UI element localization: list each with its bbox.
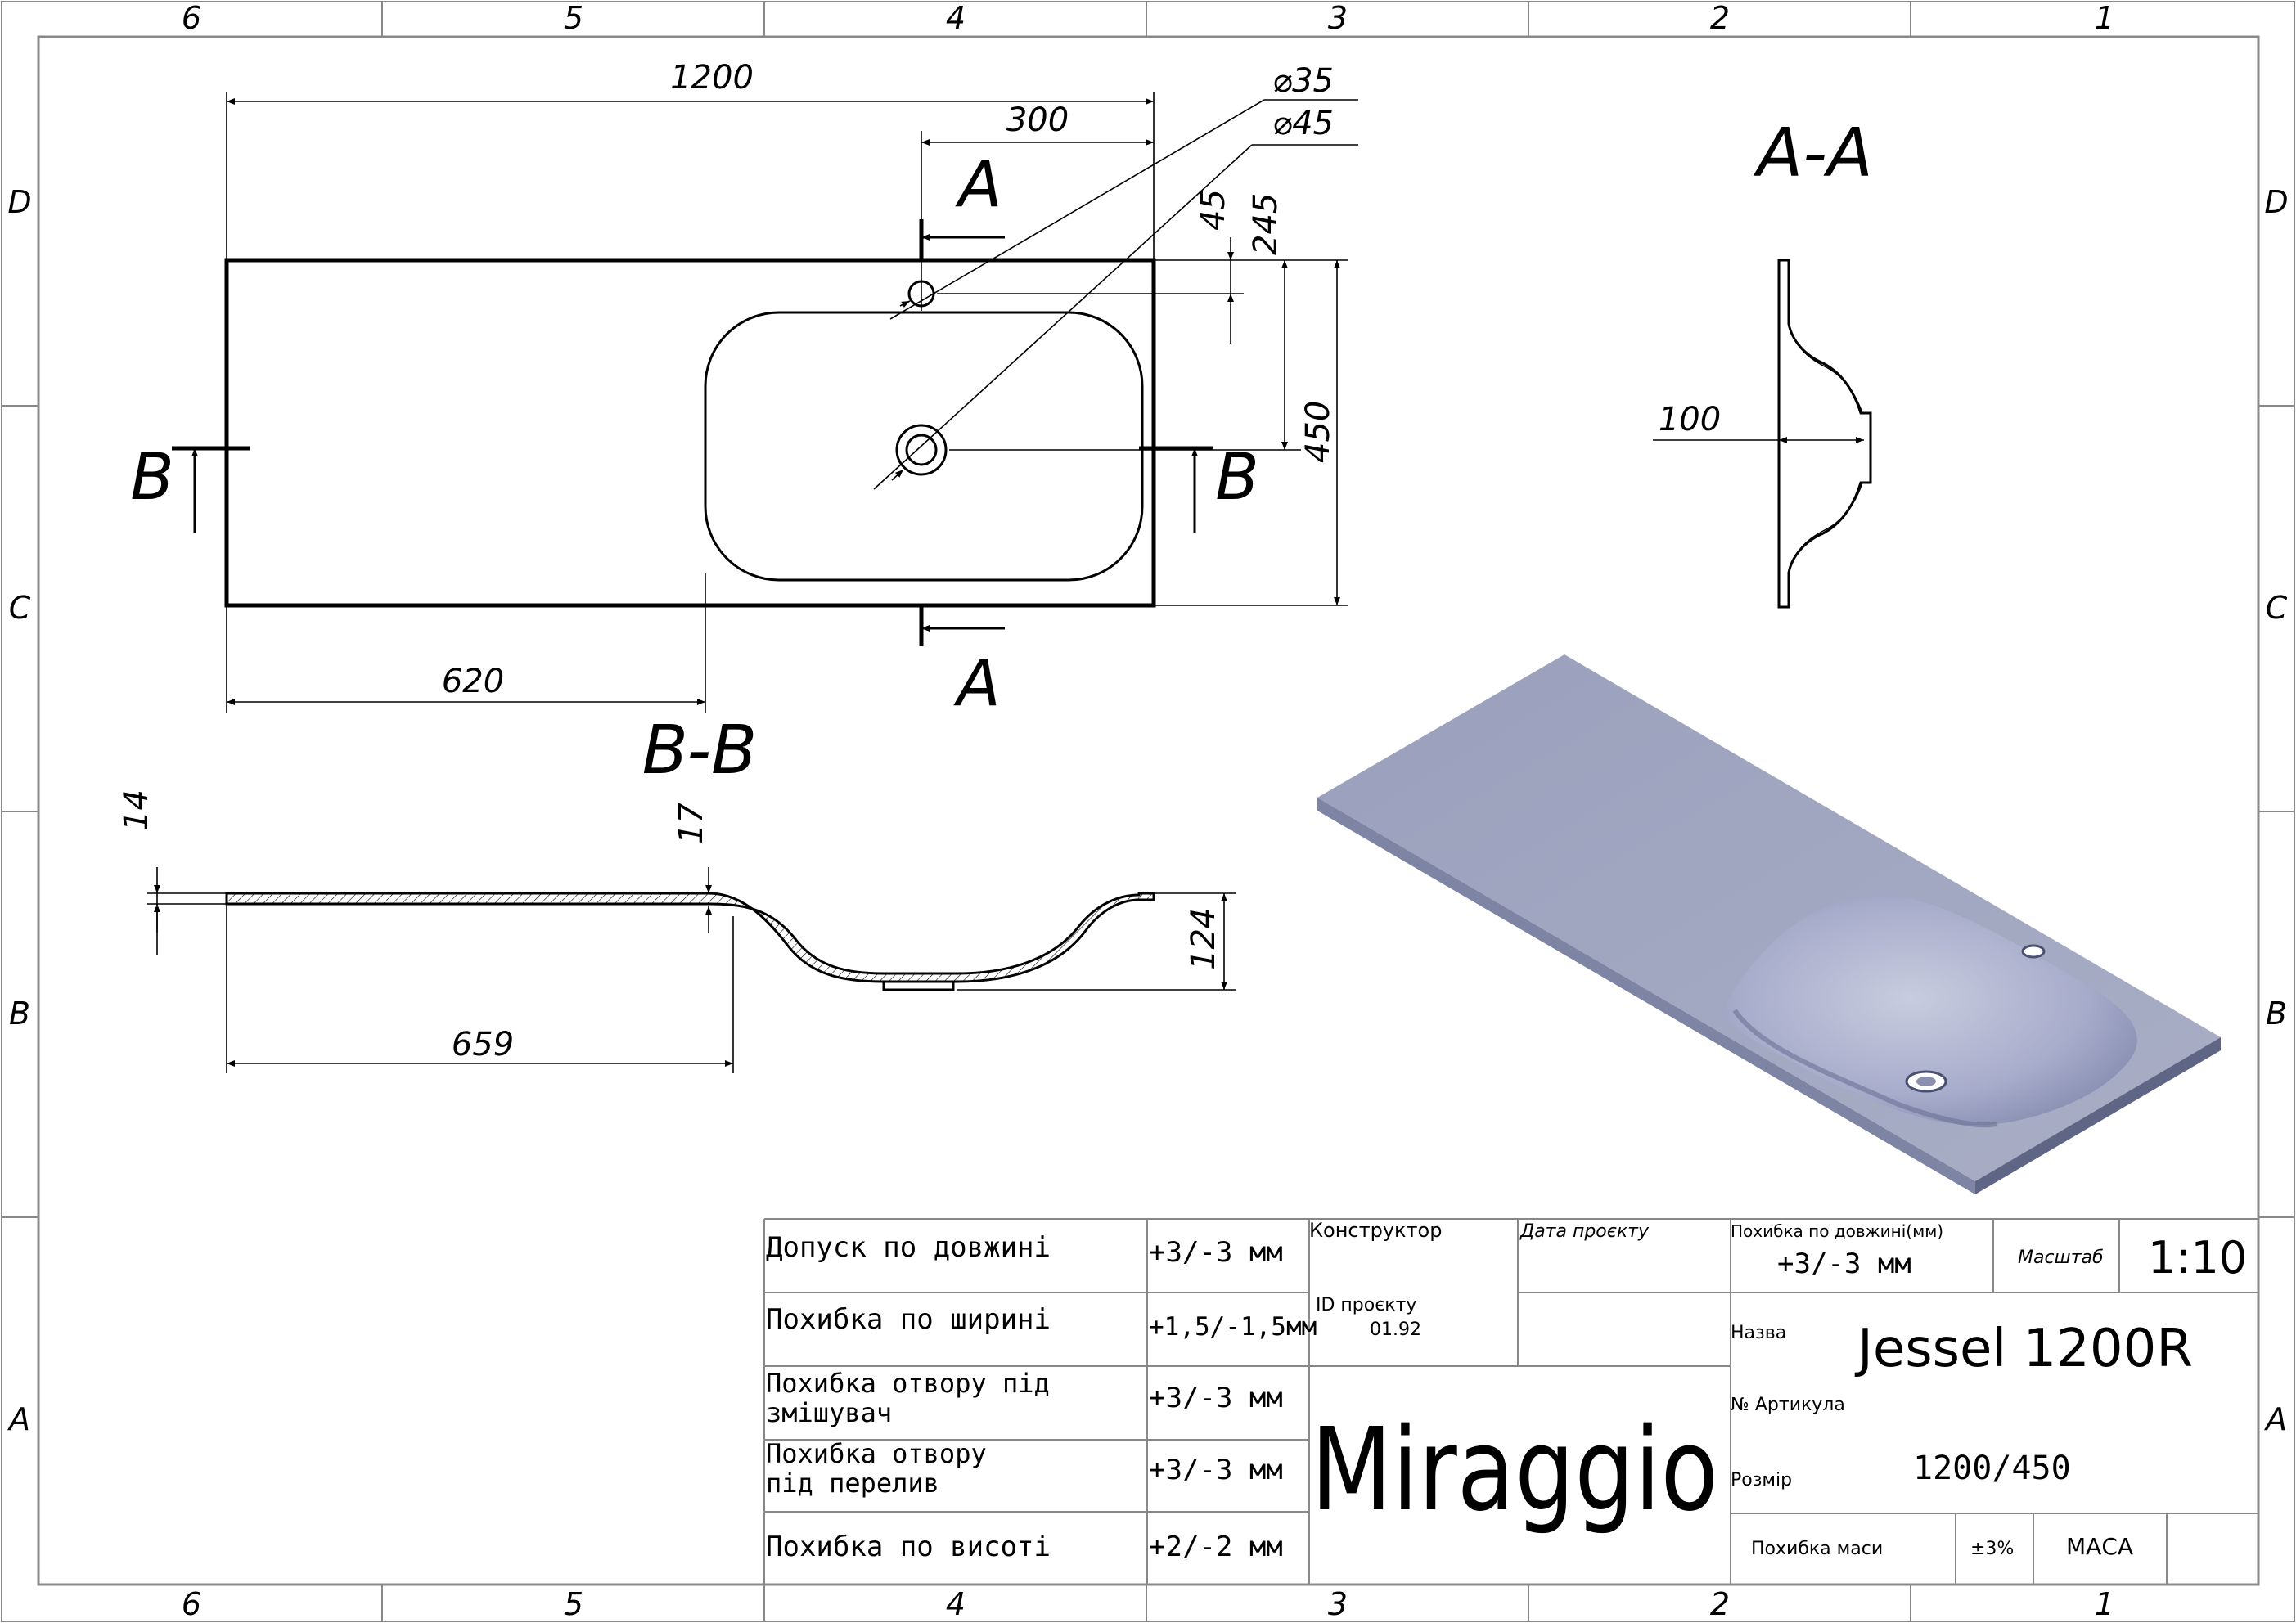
row-label-left: B [9, 996, 30, 1032]
tolerance-label-line: Похибка отвору під [766, 1368, 1050, 1399]
scale-value: 1:10 [2148, 1232, 2247, 1284]
section-label-b-right: B [1215, 441, 1259, 515]
column-labels: 6 5 4 3 2 1 6 5 4 3 2 1 [182, 0, 2114, 1622]
tolerance-label: Похибка отвору під змішувач [766, 1368, 1065, 1428]
project-id-value: 01.92 [1370, 1320, 1421, 1340]
column-label-bottom: 6 [182, 1586, 201, 1622]
section-label-a-top: A [954, 148, 1002, 222]
dim-length: 1200 [670, 59, 754, 97]
tolerance-label: Похибка по ширині [766, 1303, 1051, 1336]
section-label-a-bottom: A [952, 647, 1000, 721]
section-bb-profile [225, 892, 1155, 983]
row-labels: D C B A D C B A [7, 184, 2289, 1437]
dim-45: 45 [1195, 189, 1232, 231]
dim-17: 17 [673, 803, 710, 844]
size-label: Розмір [1731, 1470, 1792, 1490]
column-label-top: 2 [1710, 0, 1730, 36]
countertop-top-face [1317, 654, 2221, 1181]
tolerance-label-line: під перелив [766, 1468, 939, 1499]
scale-label: Масштаб [2018, 1248, 2104, 1268]
faucet-hole-3d [2021, 944, 2046, 959]
column-label-bottom: 1 [2095, 1586, 2114, 1622]
dim-diameter-35: ⌀35 [1272, 62, 1334, 100]
tolerance-label: Похибка отвору під перелив [766, 1438, 1002, 1499]
section-aa-profile [1777, 259, 1872, 609]
column-label-top: 4 [946, 0, 966, 36]
dim-124: 124 [1185, 908, 1222, 970]
tolerance-label-line: Похибка отвору [766, 1438, 987, 1469]
row-label-right: C [2266, 590, 2288, 626]
company-logo-text: Miraggio [1311, 1404, 1718, 1537]
dim-245: 245 [1247, 193, 1285, 255]
designer-label: Конструктор [1309, 1219, 1442, 1242]
basin-outline [704, 311, 1144, 582]
dim-100: 100 [1659, 401, 1721, 438]
mass-tol-value: ±3% [1970, 1539, 2014, 1559]
title-block-text: Допуск по довжині +3/-3 мм Похибка по ши… [766, 1219, 2247, 1563]
column-label-bottom: 3 [1328, 1586, 1348, 1622]
drain-outer [895, 424, 948, 476]
dim-450: 450 [1299, 401, 1337, 463]
plan-view: 1200 300 ⌀35 ⌀45 45 245 450 620 A A B B [130, 59, 1358, 721]
column-label-bottom: 4 [946, 1586, 966, 1622]
section-label-b-left: B [130, 441, 174, 515]
tolerance-label: Допуск по довжині [766, 1231, 1051, 1264]
mass-tol-label: Похибка маси [1751, 1539, 1883, 1559]
dim-620: 620 [442, 663, 504, 700]
dim-diameter-45: ⌀45 [1272, 105, 1334, 142]
basin-3d [1724, 895, 2137, 1126]
column-label-top: 3 [1328, 0, 1348, 36]
size-value: 1200/450 [1913, 1450, 2071, 1487]
tolerance-value: +3/-3 мм [1149, 1236, 1283, 1269]
dim-14: 14 [118, 789, 155, 831]
length-tol-value: +3/-3 мм [1777, 1248, 1911, 1280]
section-aa: A-A 100 [1653, 115, 1873, 609]
mass-label: МАСА [2066, 1533, 2133, 1560]
tolerance-label: Похибка по висоті [766, 1531, 1051, 1563]
product-name: Jessel 1200R [1854, 1319, 2193, 1379]
row-label-left: A [7, 1401, 30, 1437]
dim-659: 659 [452, 1026, 514, 1063]
tolerance-value: +3/-3 мм [1149, 1382, 1283, 1414]
countertop-outline [224, 258, 1156, 608]
section-bb: B-B 14 17 124 659 [118, 712, 1236, 1073]
row-label-right: D [2264, 184, 2288, 220]
tolerance-value: +2/-2 мм [1149, 1531, 1283, 1563]
section-aa-title: A-A [1753, 115, 1873, 192]
dim-300: 300 [1006, 101, 1069, 139]
article-label: № Артикула [1731, 1395, 1845, 1415]
row-label-left: D [7, 184, 31, 220]
project-date-label: Дата проєкту [1519, 1221, 1650, 1242]
column-label-bottom: 5 [564, 1586, 583, 1622]
tolerance-value: +3/-3 мм [1149, 1454, 1283, 1486]
row-label-right: B [2266, 996, 2287, 1032]
column-label-bottom: 2 [1710, 1586, 1730, 1622]
row-label-right: A [2263, 1401, 2287, 1437]
column-label-top: 1 [2095, 0, 2114, 36]
project-id-label: ID проєкту [1316, 1295, 1416, 1315]
tolerance-label-line: змішувач [766, 1397, 892, 1428]
column-label-top: 6 [182, 0, 201, 36]
isometric-render [1317, 654, 2221, 1194]
name-label: Назва [1731, 1323, 1786, 1343]
tolerance-value: +1,5/-1,5мм [1149, 1312, 1317, 1342]
column-label-top: 5 [564, 0, 583, 36]
countertop-side-edge [1975, 1037, 2221, 1194]
countertop-front-edge [1317, 798, 1975, 1194]
drain-inner [905, 434, 938, 466]
length-tol-label: Похибка по довжині(мм) [1731, 1221, 1943, 1241]
title-block [763, 1218, 2258, 1585]
row-label-left: C [9, 590, 31, 626]
section-bb-title: B-B [642, 712, 758, 789]
